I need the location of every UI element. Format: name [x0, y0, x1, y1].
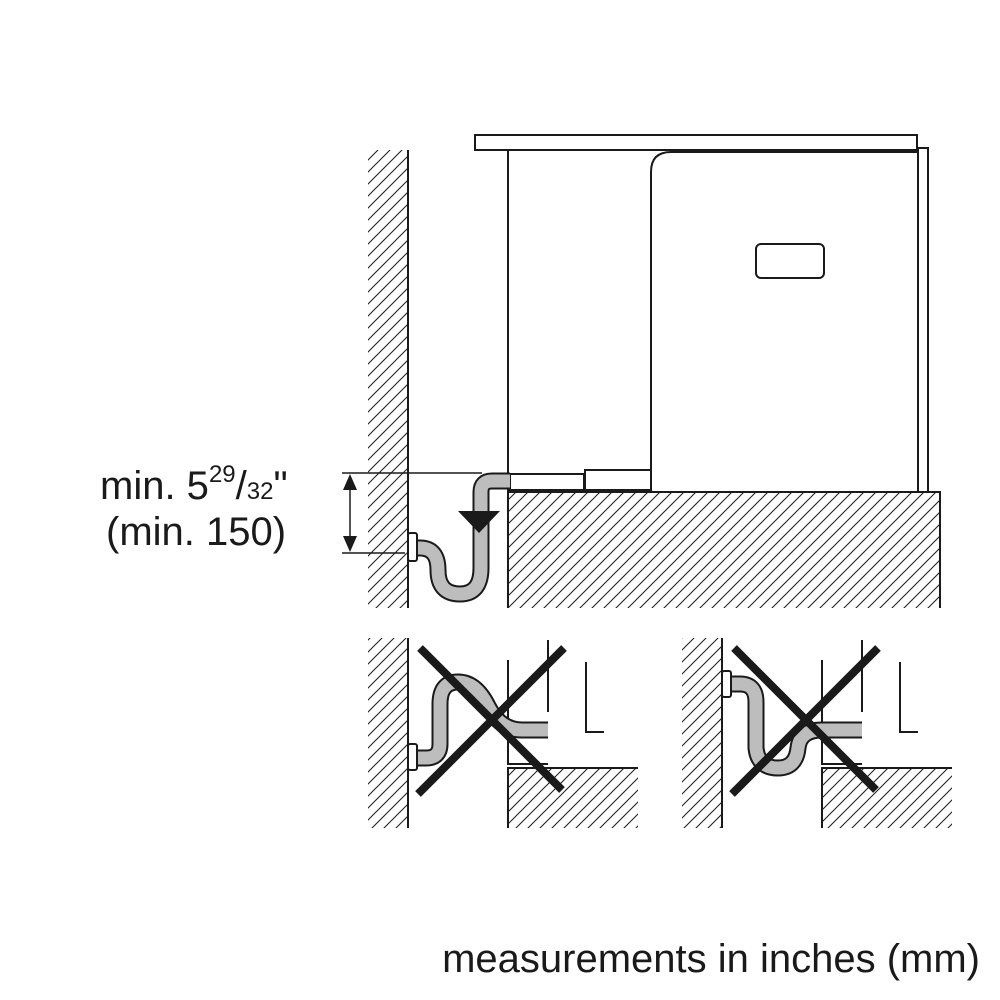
dimension-numerator: 29	[208, 461, 236, 488]
dimension-label-mm: (min. 150)	[106, 510, 287, 554]
dishwasher-door	[650, 151, 919, 492]
dimension-label-inches: min. 529/32"	[100, 462, 288, 516]
wall-drain-connector	[407, 532, 418, 562]
drain-hose	[407, 472, 510, 603]
dishwasher-outline	[474, 134, 929, 493]
incorrect-example-right	[682, 638, 952, 828]
cross-out-mark	[415, 645, 567, 797]
door-handle	[755, 243, 825, 279]
wall-hatch	[368, 150, 409, 608]
base-plinth	[509, 473, 585, 491]
dimension-slash: /	[235, 464, 247, 508]
main-view	[342, 134, 941, 608]
dimension-unit: "	[273, 464, 288, 508]
floor-hatch	[507, 491, 941, 608]
incorrect-example-left	[368, 638, 638, 828]
cross-out-mark	[729, 645, 881, 797]
flow-direction-arrow	[458, 511, 500, 533]
dimension-denominator: 32	[246, 478, 274, 505]
dimension-prefix: min. 5	[100, 464, 209, 508]
countertop	[474, 134, 918, 151]
measurement-units-note: measurements in inches (mm)	[442, 937, 980, 981]
height-dimension	[342, 472, 482, 554]
